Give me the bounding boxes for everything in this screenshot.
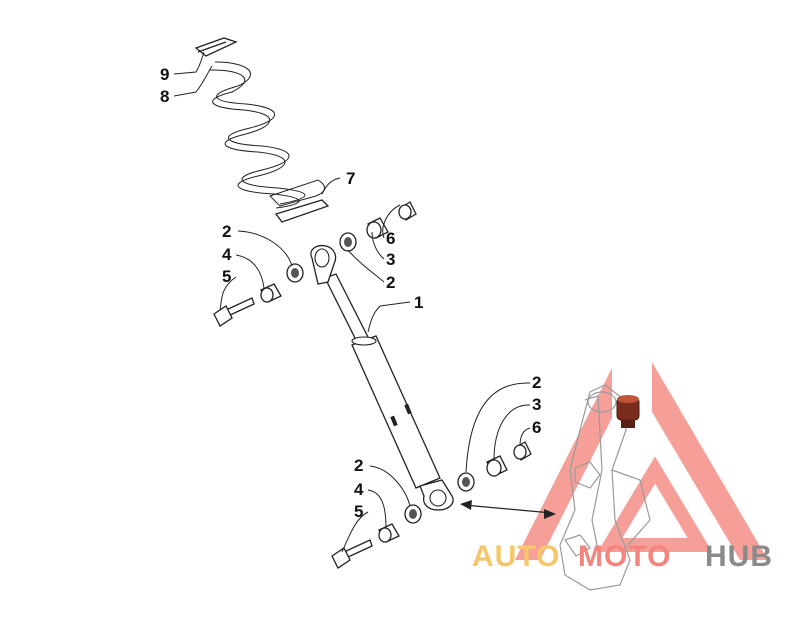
callout-2-upper-bushing-left: 2 — [222, 222, 231, 241]
callout-2-lower-bushing-right: 2 — [532, 373, 541, 392]
upper-spacer — [260, 283, 282, 303]
coil-spring — [209, 61, 306, 209]
upper-bushing-left — [286, 263, 304, 283]
upper-bolt — [213, 297, 255, 327]
callout-9-top: 9 — [160, 65, 169, 84]
upper-hardware — [213, 201, 417, 327]
callout-7-spring-seat: 7 — [346, 169, 355, 188]
callout-5-upper-bolt: 5 — [222, 267, 231, 286]
ball-joint — [616, 395, 640, 428]
callout-6-lower-nut: 6 — [532, 418, 541, 437]
callout-3-lower-sleeve: 3 — [532, 395, 541, 414]
lower-nut — [513, 441, 532, 461]
svg-text:HUB: HUB — [705, 540, 773, 573]
svg-text:MOTO: MOTO — [578, 540, 671, 573]
lower-bushing-right — [457, 472, 475, 492]
lower-bolt — [331, 539, 373, 569]
callout-1-shock-absorber: 1 — [414, 293, 423, 312]
callout-6-upper-nut: 6 — [386, 229, 395, 248]
upper-nut — [398, 201, 417, 221]
callout-labels: 9 8 7 6 3 2 1 2 4 5 2 3 6 2 4 5 — [160, 65, 541, 521]
callout-4-upper-spacer: 4 — [222, 245, 232, 264]
callout-2-upper-bushing-right: 2 — [386, 273, 395, 292]
upper-bushing-right — [339, 232, 357, 252]
spring-retainer-top — [194, 37, 238, 57]
mounting-arrow — [460, 500, 556, 519]
watermark-triangle-right — [652, 362, 768, 560]
callout-5-lower-bolt: 5 — [354, 502, 363, 521]
callout-2-lower-bushing-left: 2 — [354, 456, 363, 475]
watermark-triangle-inner — [597, 456, 713, 552]
leader-lines — [173, 51, 531, 553]
callout-4-lower-spacer: 4 — [354, 480, 364, 499]
spring-seat — [269, 179, 330, 223]
lower-sleeve — [486, 455, 508, 477]
callout-3-upper-sleeve: 3 — [386, 250, 395, 269]
callout-8-spring: 8 — [160, 87, 169, 106]
lower-bushing-left — [404, 504, 422, 524]
svg-text:AUTO: AUTO — [472, 540, 560, 573]
lower-spacer — [378, 523, 400, 543]
watermark-wordmark: AUTO MOTO HUB — [472, 540, 773, 573]
shock-absorber — [310, 244, 454, 511]
